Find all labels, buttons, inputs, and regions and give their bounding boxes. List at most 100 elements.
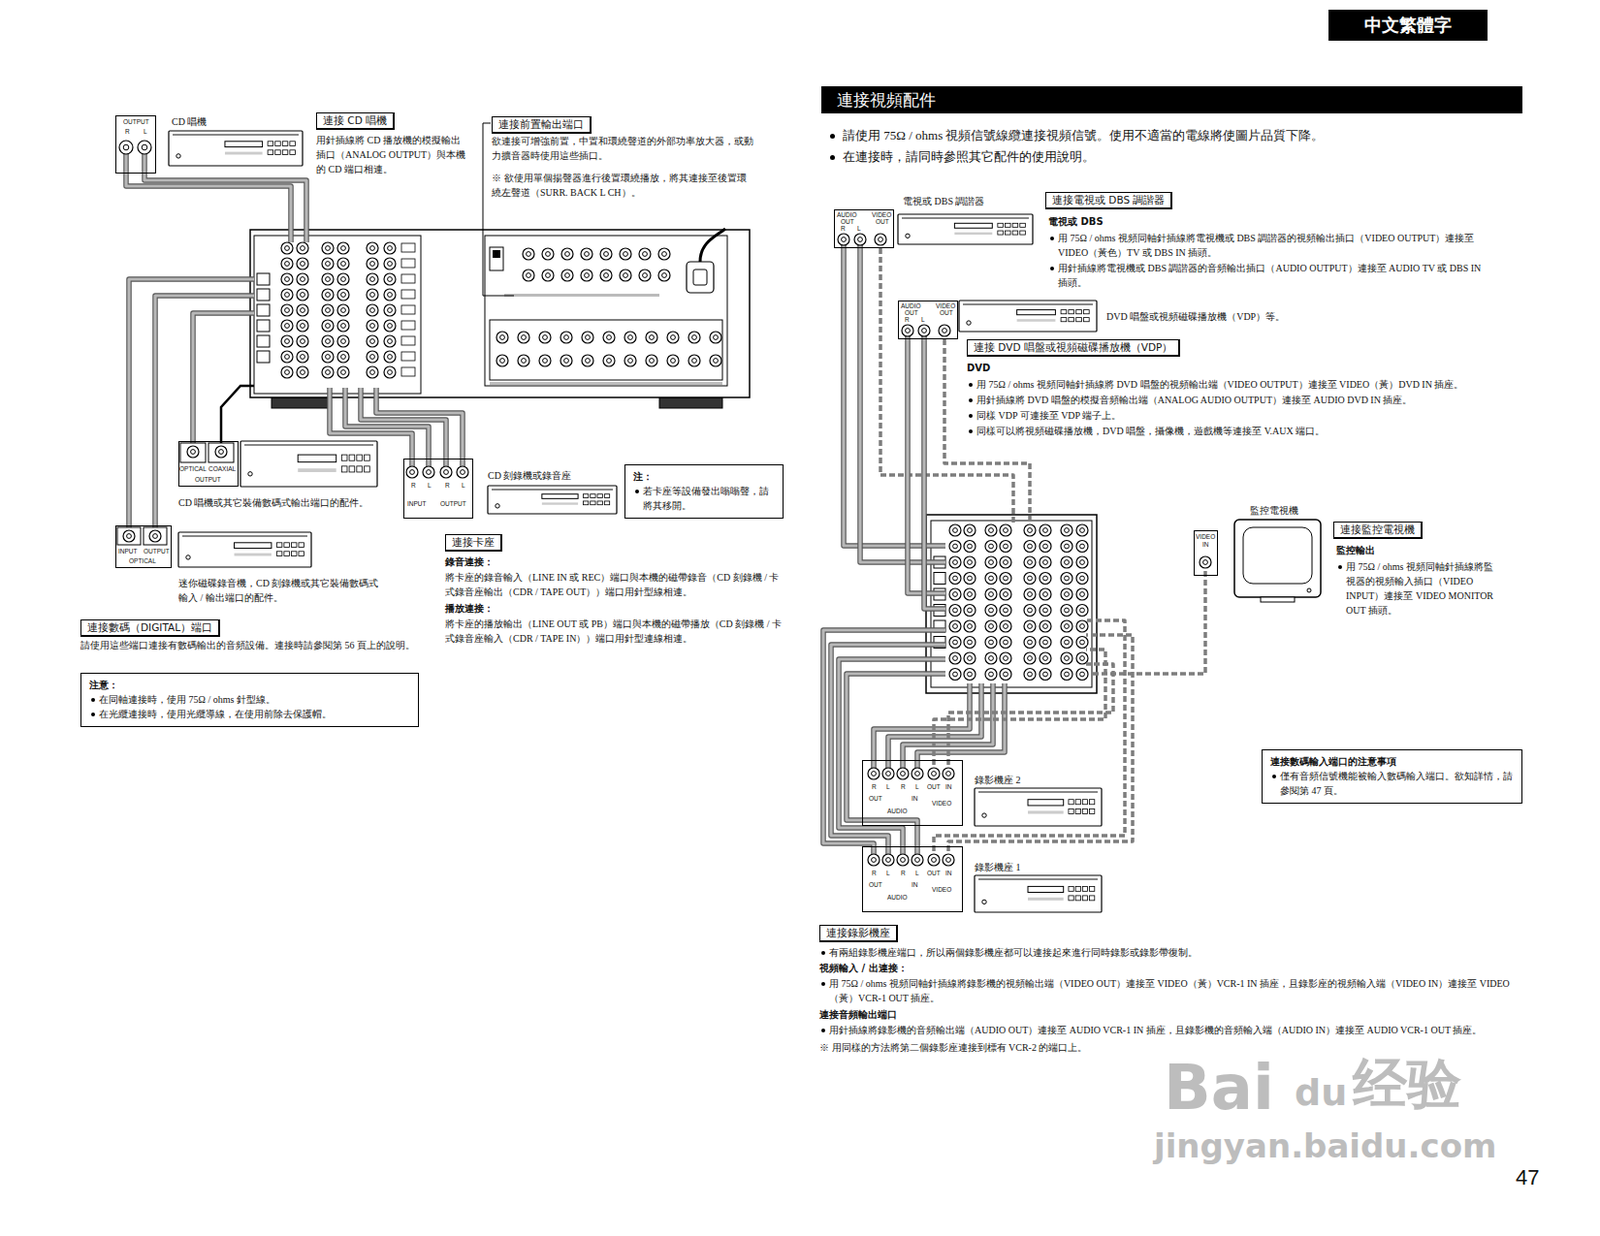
rca-jack: [867, 854, 880, 866]
rca-jack-core: [325, 308, 331, 314]
rca-jack: [949, 652, 961, 665]
device-button: [590, 494, 596, 499]
section-heading: 連接數碼（DIGITAL）端口: [80, 619, 221, 638]
node-text: L: [857, 224, 862, 232]
rca-jack: [1076, 605, 1088, 617]
rca-jack-core: [325, 354, 331, 360]
bullet-text: 同樣 VDP 可連接至 VDP 端子上。: [966, 408, 1481, 423]
rca-jack-core: [325, 370, 331, 376]
rca-jack: [709, 331, 722, 344]
device-display: [1027, 897, 1064, 901]
rca-jack-core: [931, 771, 937, 777]
device-button: [1076, 318, 1083, 322]
node-text: 連接前置輸出端口: [498, 118, 584, 130]
device-body: [959, 300, 1097, 332]
device-button: [267, 141, 274, 147]
rca-jack-core: [967, 592, 973, 598]
audio-cable: [126, 147, 291, 243]
node-text: COAXIAL: [208, 465, 236, 473]
rca-jack-core: [300, 292, 306, 298]
rca-jack-core: [564, 335, 570, 341]
rca-jack: [949, 637, 961, 649]
jack-panel: RLRLOUTINOUTAUDIOINVIDEO: [862, 760, 963, 827]
rca-jack: [281, 242, 293, 255]
note-box: 連接數碼輸入端口的注意事項僅有音頻信號機能被輸入數碼輸入端口。欲知詳情，請參閱第…: [1261, 749, 1523, 804]
device-button: [582, 494, 588, 499]
rca-jack: [456, 466, 469, 479]
rca-jack: [187, 446, 199, 458]
device-button: [997, 230, 1004, 235]
subheading: 連接音頻輸出端口: [819, 1007, 897, 1023]
rca-jack-core: [387, 261, 393, 267]
node-text: R: [840, 224, 846, 232]
device-button: [1068, 808, 1074, 814]
rca-jack-core: [871, 771, 877, 777]
rca-jack: [281, 288, 293, 301]
node-text: OUTPUT: [123, 118, 150, 126]
disc-tray: [297, 454, 336, 463]
rca-jack: [296, 351, 309, 363]
rca-jack: [1076, 556, 1088, 569]
rca-jack-core: [285, 277, 290, 283]
rca-jack: [1039, 620, 1052, 633]
rca-jack-core: [545, 252, 551, 257]
rca-jack-core: [325, 323, 331, 329]
node-text: 連接電視或 DBS 調諧器: [1052, 193, 1165, 206]
rca-jack: [123, 530, 135, 543]
rca-jack: [1024, 588, 1036, 601]
rca-jack: [581, 354, 594, 367]
rca-jack-core: [300, 261, 306, 267]
rca-jack: [366, 304, 379, 317]
device-button: [1075, 886, 1081, 892]
rca-jack: [580, 248, 593, 260]
rca-jack-core: [671, 335, 676, 341]
device-body: [178, 532, 312, 568]
section-heading: 連接 DVD 唱盤或視頻磁碟播放機（VDP）: [966, 339, 1181, 357]
rca-jack-core: [526, 273, 532, 279]
rca-jack-core: [300, 370, 306, 376]
power-button: [186, 555, 191, 560]
subheading: DVD: [966, 360, 991, 376]
rca-jack-core: [300, 323, 306, 329]
rca-jack: [384, 257, 396, 270]
rca-jack-core: [692, 335, 698, 341]
rca-jack: [985, 652, 997, 665]
device-button: [1075, 896, 1081, 901]
rca-jack: [901, 324, 914, 337]
rca-jack: [1024, 556, 1036, 569]
rca-jack: [896, 854, 909, 866]
rca-jack-core: [1027, 624, 1033, 630]
monitor-screen: [1243, 527, 1312, 584]
disc-tray: [224, 141, 263, 148]
rca-jack: [337, 288, 350, 301]
device-button: [1076, 310, 1083, 315]
device-button: [590, 501, 596, 506]
bullet-text: 用針插線將 DVD 唱盤的模擬音頻輸出端（ANALOG AUDIO OUTPUT…: [966, 392, 1481, 408]
device-button: [298, 543, 304, 548]
rca-jack-core: [500, 335, 506, 341]
jack-panel: OPTICALCOAXIALOUTPUT: [178, 441, 239, 487]
rca-jack: [874, 233, 887, 246]
rca-jack-core: [1003, 672, 1009, 677]
audio-cable-core: [144, 147, 307, 243]
rca-jack-core: [953, 544, 959, 549]
rca-jack: [296, 257, 309, 270]
rca-jack: [1060, 556, 1073, 569]
rca-jack-core: [1043, 592, 1049, 598]
rca-jack: [963, 652, 976, 665]
device-button: [290, 551, 296, 557]
rca-jack-core: [1064, 608, 1070, 613]
rca-jack-core: [543, 358, 548, 364]
rca-jack-core: [989, 640, 994, 645]
node-text: R: [904, 316, 910, 323]
rca-jack-core: [900, 858, 906, 864]
rca-jack-core: [341, 246, 347, 252]
rca-jack-core: [410, 470, 416, 476]
rca-jack-core: [426, 470, 432, 476]
rca-jack-core: [585, 358, 591, 364]
watermark: Bai: [1163, 1056, 1275, 1120]
rca-jack: [658, 269, 671, 282]
rca-jack-core: [1003, 608, 1009, 613]
optical-socket: [117, 527, 141, 545]
rca-jack: [1060, 588, 1073, 601]
